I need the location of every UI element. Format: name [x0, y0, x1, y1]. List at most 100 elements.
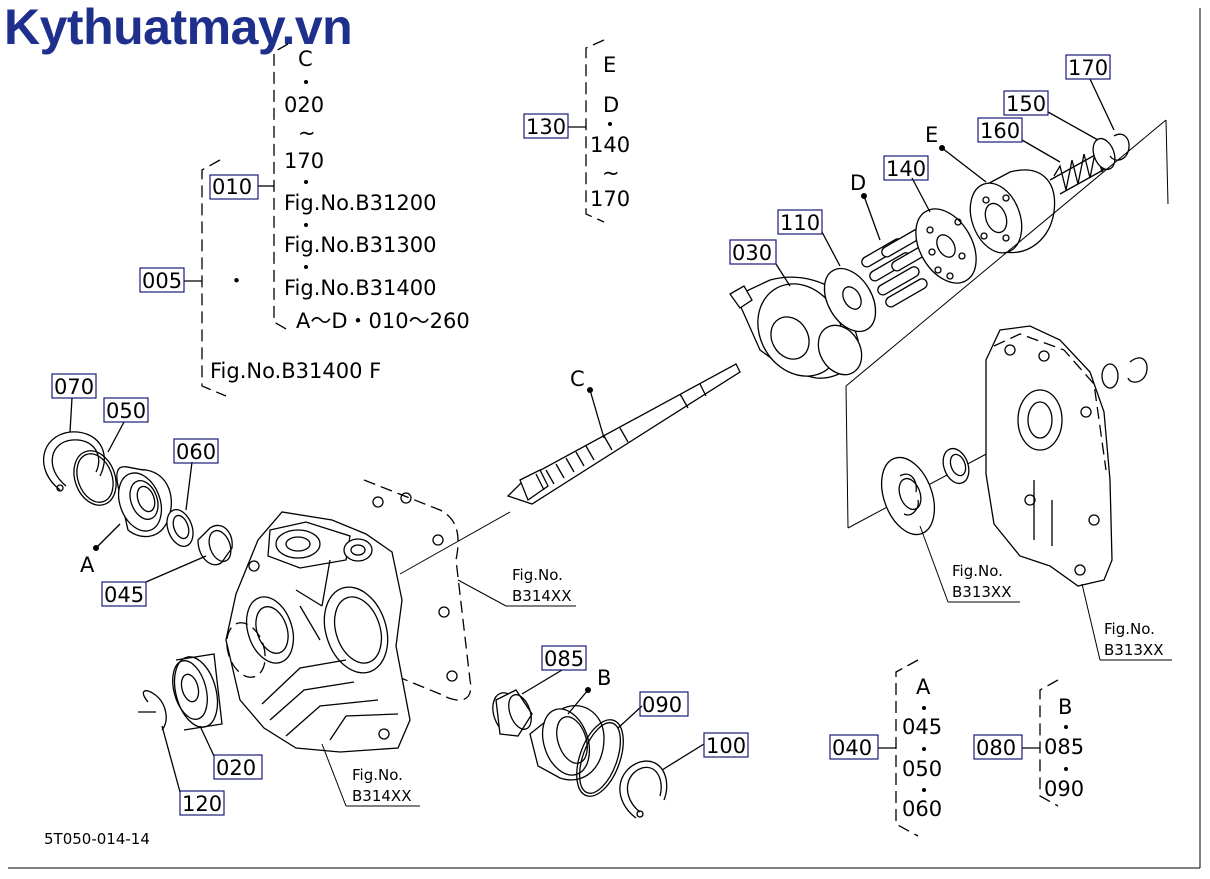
fig-ref-right-plate-line-1: Fig.No. [952, 562, 1003, 580]
part-label-040: 040 [832, 736, 872, 760]
part-box-100 [703, 732, 749, 758]
fig-ref-bottom-line-1: Fig.No. [352, 766, 403, 784]
pump-shaft-C: C [506, 363, 741, 505]
group-040-line-1: A [916, 675, 931, 699]
part-label-030: 030 [732, 241, 772, 265]
o-ring-090: 090 [576, 691, 689, 797]
part-label-150: 150 [1006, 92, 1046, 116]
group-010-line-1: C [298, 47, 313, 71]
fig-ref-right-plate-line-2: B313XX [952, 583, 1011, 601]
fig-ref-mid-top: Fig.No. B314XX [457, 566, 576, 607]
drawing-code: 5T050-014-14 [44, 830, 150, 848]
group-080-line-3: 090 [1044, 777, 1084, 801]
pump-group-boundary-top [845, 119, 1167, 387]
part-box-070 [51, 373, 97, 399]
part-label-020: 020 [216, 756, 256, 780]
part-box-060 [173, 438, 219, 464]
part-box-040 [829, 734, 879, 760]
group-130-line-3: 140 [590, 133, 630, 157]
fig-ref-bottom-line-2: B314XX [352, 787, 411, 805]
group-010-line-4: 170 [284, 149, 324, 173]
snap-ring-170: 170 [1065, 54, 1130, 161]
part-label-130: 130 [526, 115, 566, 139]
part-box-170 [1065, 54, 1111, 80]
part-label-110: 110 [780, 211, 820, 235]
fig-ref-right-plate: Fig.No. B313XX [919, 525, 1020, 603]
part-label-170: 170 [1068, 56, 1108, 80]
group-010-line-6: Fig.No.B31300 [284, 233, 436, 257]
pump-group-boundary-right [1165, 119, 1169, 205]
fig-ref-right-housing-line-2: B313XX [1104, 641, 1163, 659]
part-box-030 [729, 239, 777, 265]
cylinder-block-E: E [925, 123, 1056, 254]
group-040-line-4: 060 [902, 797, 942, 821]
group-130-line-1: E [603, 53, 616, 77]
part-label-100: 100 [706, 734, 746, 758]
part-box-080 [973, 734, 1023, 760]
letter-B-part: B [597, 666, 611, 690]
group-010-line-3: ~ [298, 121, 316, 145]
ball-bearing-020: 020 [172, 653, 263, 780]
letter-A-left: A [80, 553, 95, 577]
part-box-150 [1003, 90, 1049, 116]
part-label-045: 045 [104, 583, 144, 607]
group-005-bracket: 005 ・ Fig.No.B31400 F [139, 159, 381, 397]
part-box-045 [101, 581, 147, 607]
group-130-line-5: 170 [590, 187, 630, 211]
group-010-line-5: Fig.No.B31200 [284, 191, 436, 215]
part-label-085: 085 [544, 647, 584, 671]
part-label-070: 070 [54, 375, 94, 399]
valve-plate [880, 456, 936, 536]
group-130-line-2: D [603, 93, 619, 117]
fig-ref-right-housing-line-1: Fig.No. [1104, 620, 1155, 638]
group-010-line-7: Fig.No.B31400 [284, 276, 436, 300]
group-040-line-2: 045 [902, 715, 942, 739]
part-box-085 [541, 645, 587, 671]
group-130-line-4: ~ [602, 161, 620, 185]
fig-ref-bottom: Fig.No. B314XX [321, 743, 420, 807]
group-010-bracket: 010 C 020 ~ 170 Fig.No.B31200 Fig.No.B31… [209, 43, 470, 333]
group-040-bracket: 040 A 045 050 060 [829, 659, 942, 837]
part-box-090 [639, 691, 689, 717]
part-label-120: 120 [182, 792, 222, 816]
group-040-line-3: 050 [902, 757, 942, 781]
part-label-060: 060 [176, 440, 216, 464]
part-label-010: 010 [212, 175, 252, 199]
part-box-010 [209, 174, 259, 200]
snap-ring-100: 100 [619, 732, 749, 819]
end-cover-housing [985, 325, 1148, 587]
part-box-130 [523, 113, 569, 139]
part-label-090: 090 [642, 693, 682, 717]
part-label-160: 160 [980, 119, 1020, 143]
spring-seat-150: 150 [1003, 90, 1116, 171]
fig-ref-mid-top-line-1: Fig.No. [512, 566, 563, 584]
group-130-bracket: 130 E D 140 ~ 170 [523, 39, 630, 223]
needle-bearing-060: 060 [166, 438, 219, 547]
part-box-140 [883, 155, 929, 181]
o-ring-050: 050 [73, 397, 149, 506]
part-box-005 [139, 267, 185, 293]
letter-E-part: E [925, 123, 938, 147]
retainer-plate-140: 140 [883, 155, 977, 284]
part-box-160 [977, 117, 1023, 143]
group-080-bracket: 080 B 085 090 [973, 679, 1084, 807]
group-010-line-2: 020 [284, 93, 324, 117]
group-010-line-8: A～D・010～260 [296, 309, 470, 333]
thrust-plate-110: 110 [777, 209, 877, 333]
group-005-line: Fig.No.B31400 F [210, 359, 381, 383]
part-label-080: 080 [976, 736, 1016, 760]
circlip-120: 120 [138, 690, 225, 816]
collar-085: 085 [492, 645, 587, 737]
pump-group-boundary-left [845, 385, 849, 529]
group-005-bullet: ・ [226, 269, 247, 293]
part-label-140: 140 [886, 157, 926, 181]
fig-ref-mid-top-line-2: B314XX [512, 587, 571, 605]
snap-ring-070: 070 [42, 373, 105, 492]
part-box-110 [777, 209, 823, 235]
transmission-case [225, 479, 511, 753]
part-box-020 [213, 754, 263, 780]
letter-D-part: D [850, 171, 866, 195]
part-box-120 [179, 790, 225, 816]
part-label-005: 005 [142, 269, 182, 293]
